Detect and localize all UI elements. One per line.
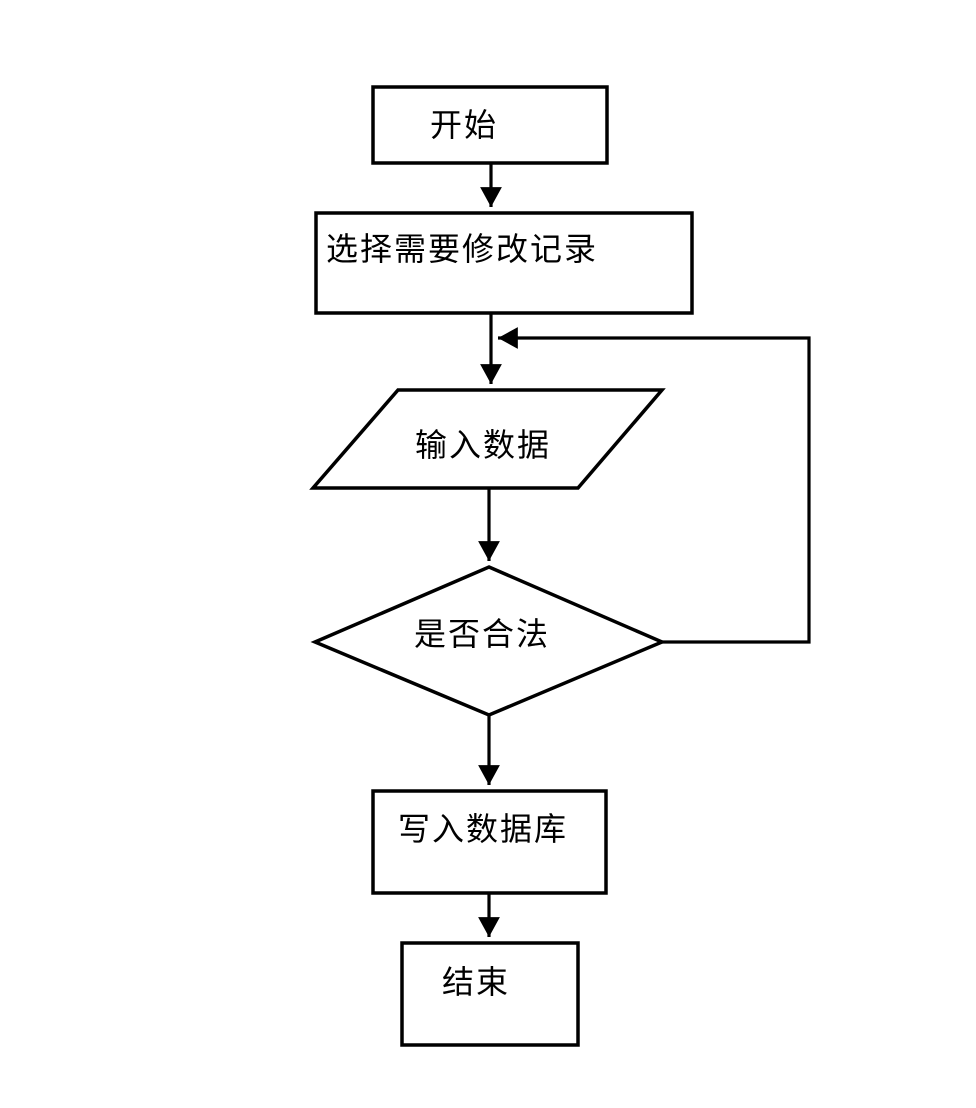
loop-back-arrow <box>497 327 811 644</box>
node-start-shape <box>371 85 609 165</box>
node-input-data-shape <box>309 388 666 490</box>
node-end-label: 结束 <box>442 964 510 1000</box>
node-is-valid: 是否合法 <box>310 565 667 717</box>
node-end: 结束 <box>400 941 580 1047</box>
node-write-db-label: 写入数据库 <box>398 811 568 847</box>
node-select-record: 选择需要修改记录 <box>314 211 694 315</box>
node-start-label: 开始 <box>430 107 498 143</box>
node-write-db-shape <box>371 789 608 895</box>
node-start: 开始 <box>371 85 609 165</box>
node-input-data-label: 输入数据 <box>415 427 551 463</box>
node-select-record-label: 选择需要修改记录 <box>326 231 598 267</box>
node-input-data: 输入数据 <box>309 388 666 490</box>
node-is-valid-shape <box>310 565 667 717</box>
node-end-shape <box>400 941 580 1047</box>
node-is-valid-label: 是否合法 <box>414 616 550 652</box>
node-select-record-shape <box>314 211 694 315</box>
node-write-db: 写入数据库 <box>371 789 608 895</box>
